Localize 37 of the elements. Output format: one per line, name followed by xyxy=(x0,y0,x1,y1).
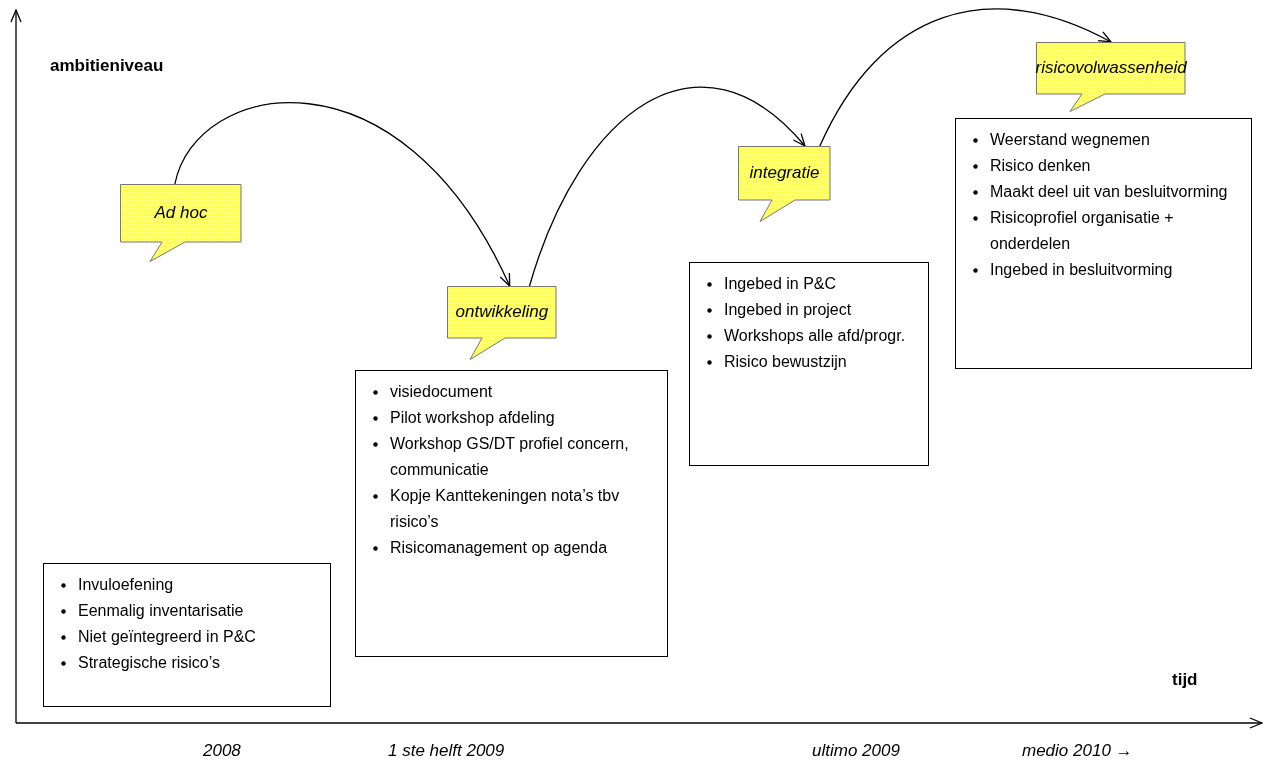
bullet-text: Ingebed in P&C xyxy=(724,275,837,292)
bullet-text: Workshop GS/DT profiel concern, communicatie xyxy=(390,435,629,478)
bubble-label: Ad hoc xyxy=(154,203,208,223)
bullet-text: Strategische risico’s xyxy=(78,654,220,671)
bullet-text: Risicoprofiel organisatie + onderdelen xyxy=(990,209,1174,252)
speech-bubble xyxy=(120,184,242,262)
timeline-label: ultimo 2009 xyxy=(812,741,900,761)
bullet-text: Maakt deel uit van besluitvorming xyxy=(990,183,1228,200)
bullet-text: Eenmalig inventarisatie xyxy=(78,602,244,619)
bubble-label: ontwikkeling xyxy=(455,302,549,322)
speech-bubble xyxy=(447,286,557,360)
bullet-text: Workshops alle afd/progr. xyxy=(724,327,906,344)
curved-arrow xyxy=(528,86,806,287)
bullet-text: Niet geïntegreerd in P&C xyxy=(78,628,256,645)
timeline-label: 1 ste helft 2009 xyxy=(388,741,505,761)
bullet-text: visiedocument xyxy=(390,383,493,400)
bullet-list-box xyxy=(689,262,929,466)
bullet-text: Risico denken xyxy=(990,157,1091,174)
bullet-text: Kopje Kanttekeningen nota’s tbv risico’s xyxy=(390,487,620,530)
bullet-text: Pilot workshop afdeling xyxy=(390,409,555,426)
axis-label: tijd xyxy=(1172,670,1198,690)
curved-arrow xyxy=(174,102,511,287)
axis-label: ambitieniveau xyxy=(50,56,164,76)
bullet-text: Ingebed in besluitvorming xyxy=(990,261,1173,278)
bullet-text: Weerstand wegnemen xyxy=(990,131,1150,148)
timeline-label: 2008 xyxy=(203,741,241,761)
timeline-label: medio 2010 → xyxy=(1022,741,1133,761)
curved-arrow xyxy=(819,8,1112,147)
bullet-list-box xyxy=(955,118,1252,369)
bullet-text: Ingebed in project xyxy=(724,301,852,318)
bullet-text: Risico bewustzijn xyxy=(724,353,847,370)
bubble-label: integratie xyxy=(749,163,820,183)
bullet-list-box xyxy=(43,563,331,707)
bullet-list-box xyxy=(355,370,668,657)
bullet-text: Risicomanagement op agenda xyxy=(390,539,608,556)
speech-bubble xyxy=(738,146,831,222)
bullet-text: Invuloefening xyxy=(78,576,174,593)
